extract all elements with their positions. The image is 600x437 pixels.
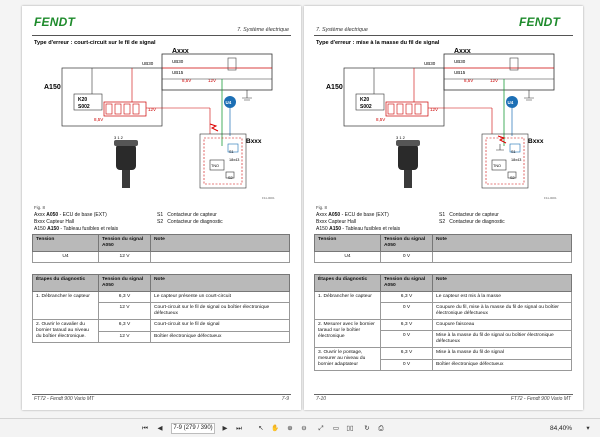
svg-text:U4: U4 — [226, 100, 232, 105]
page-left: FENDT 7. Système électrique Type d'erreu… — [22, 6, 301, 410]
footer-page-number: 7-10 — [316, 396, 327, 402]
svg-text:S1: S1 — [511, 150, 516, 154]
page-number-input[interactable]: 7-9 (279 / 390) — [171, 423, 215, 434]
svg-text:18x43: 18x43 — [511, 158, 521, 162]
page-right: 7. Système électrique FENDT Type d'erreu… — [304, 6, 583, 410]
svg-text:UB30: UB30 — [142, 61, 154, 66]
diagram-title: Type d'erreur : court-circuit sur le fil… — [34, 40, 156, 46]
document-viewer[interactable]: FENDT 7. Système électrique Type d'erreu… — [0, 0, 600, 418]
svg-text:F11-0001: F11-0001 — [262, 196, 275, 200]
footer-doc-title: FT72 - Fendt 900 Vario MT — [34, 396, 95, 402]
svg-text:12V: 12V — [208, 78, 216, 83]
two-page-icon[interactable]: ▯▯ — [346, 425, 354, 432]
prev-page-icon[interactable]: ◀ — [157, 425, 163, 432]
fit-page-icon[interactable]: ⤢ — [318, 425, 324, 432]
footer-doc-title: FT72 - Fendt 900 Vario MT — [510, 396, 571, 402]
legend-right: S1 Contacteur de capteur S2 Contacteur d… — [157, 212, 223, 225]
header-divider — [314, 35, 573, 36]
svg-text:UB30: UB30 — [172, 59, 184, 64]
svg-text:8,5V: 8,5V — [182, 78, 191, 83]
svg-text:S1: S1 — [229, 150, 234, 154]
pin-labels: 3 1 2 — [114, 135, 124, 140]
svg-text:Bxxx: Bxxx — [246, 138, 262, 145]
svg-text:A150: A150 — [44, 84, 61, 91]
svg-text:UB15: UB15 — [172, 70, 184, 75]
svg-text:Bxxx: Bxxx — [528, 138, 544, 145]
label-axxx: Axxx — [172, 48, 189, 55]
section-title: 7. Système électrique — [316, 27, 368, 33]
svg-text:UB15: UB15 — [454, 70, 466, 75]
next-page-icon[interactable]: ▶ — [222, 425, 228, 432]
svg-text:TNO: TNO — [493, 164, 501, 168]
legend-right: S1 Contacteur de capteur S2 Contacteur d… — [439, 212, 505, 225]
wiring-diagram: Axxx UB30 UB15 UB30 8,5V 12V A150 K20 S0… — [326, 48, 557, 200]
svg-text:8,5V: 8,5V — [464, 78, 473, 83]
legend-left: Axxx A050 - ECU de base (EXT) Bxxx Capte… — [316, 212, 401, 232]
zoom-level[interactable]: 84,40% — [550, 425, 573, 432]
svg-text:S002: S002 — [78, 104, 90, 110]
rotate-icon[interactable]: ↻ — [364, 425, 370, 432]
svg-text:UB30: UB30 — [454, 59, 466, 64]
legend-left: Axxx A050 - ECU de base (EXT) Bxxx Capte… — [34, 212, 119, 232]
svg-text:12V: 12V — [490, 78, 498, 83]
svg-text:UB30: UB30 — [424, 61, 436, 66]
svg-text:U4: U4 — [508, 100, 514, 105]
wiring-diagram: Axxx UB30 UB15 UB30 8,5V 12V A150 K20 S0… — [44, 48, 275, 200]
zoom-dropdown-icon[interactable]: ▾ — [586, 425, 590, 432]
svg-text:F11-0001: F11-0001 — [544, 196, 557, 200]
section-title: 7. Système électrique — [237, 27, 289, 33]
select-cursor-icon[interactable]: ↖ — [258, 425, 264, 432]
viewer-toolbar: ⏮ ◀ 7-9 (279 / 390) ▶ ⏭ ↖ ✋ ⊕ ⊖ ⤢ ▭ ▯▯ ↻… — [0, 418, 600, 437]
svg-text:K20: K20 — [360, 97, 369, 103]
zoom-out-icon[interactable]: ⊖ — [301, 425, 307, 432]
footer-page-number: 7-9 — [281, 396, 289, 402]
zoom-in-icon[interactable]: ⊕ — [287, 425, 293, 432]
header-divider — [32, 35, 291, 36]
svg-text:12V: 12V — [148, 107, 156, 112]
svg-text:18x43: 18x43 — [229, 158, 239, 162]
svg-text:Axxx: Axxx — [454, 48, 471, 55]
last-page-icon[interactable]: ⏭ — [236, 425, 242, 432]
svg-text:S002: S002 — [360, 104, 372, 110]
fendt-logo: FENDT — [34, 15, 75, 29]
svg-text:K20: K20 — [78, 97, 87, 103]
first-page-icon[interactable]: ⏮ — [142, 425, 148, 432]
svg-text:A150: A150 — [326, 84, 343, 91]
single-page-icon[interactable]: ▭ — [332, 425, 340, 432]
diagram-title: Type d'erreur : mise à la masse du fil d… — [316, 40, 440, 46]
svg-text:TNO: TNO — [211, 164, 219, 168]
svg-text:3 1 2: 3 1 2 — [396, 135, 406, 140]
fendt-logo: FENDT — [519, 15, 560, 29]
hand-tool-icon[interactable]: ✋ — [270, 425, 280, 432]
svg-text:8,5V: 8,5V — [376, 117, 385, 122]
svg-text:8,5V: 8,5V — [94, 117, 103, 122]
print-icon[interactable]: ⎙ — [378, 425, 384, 432]
svg-text:12V: 12V — [430, 107, 438, 112]
